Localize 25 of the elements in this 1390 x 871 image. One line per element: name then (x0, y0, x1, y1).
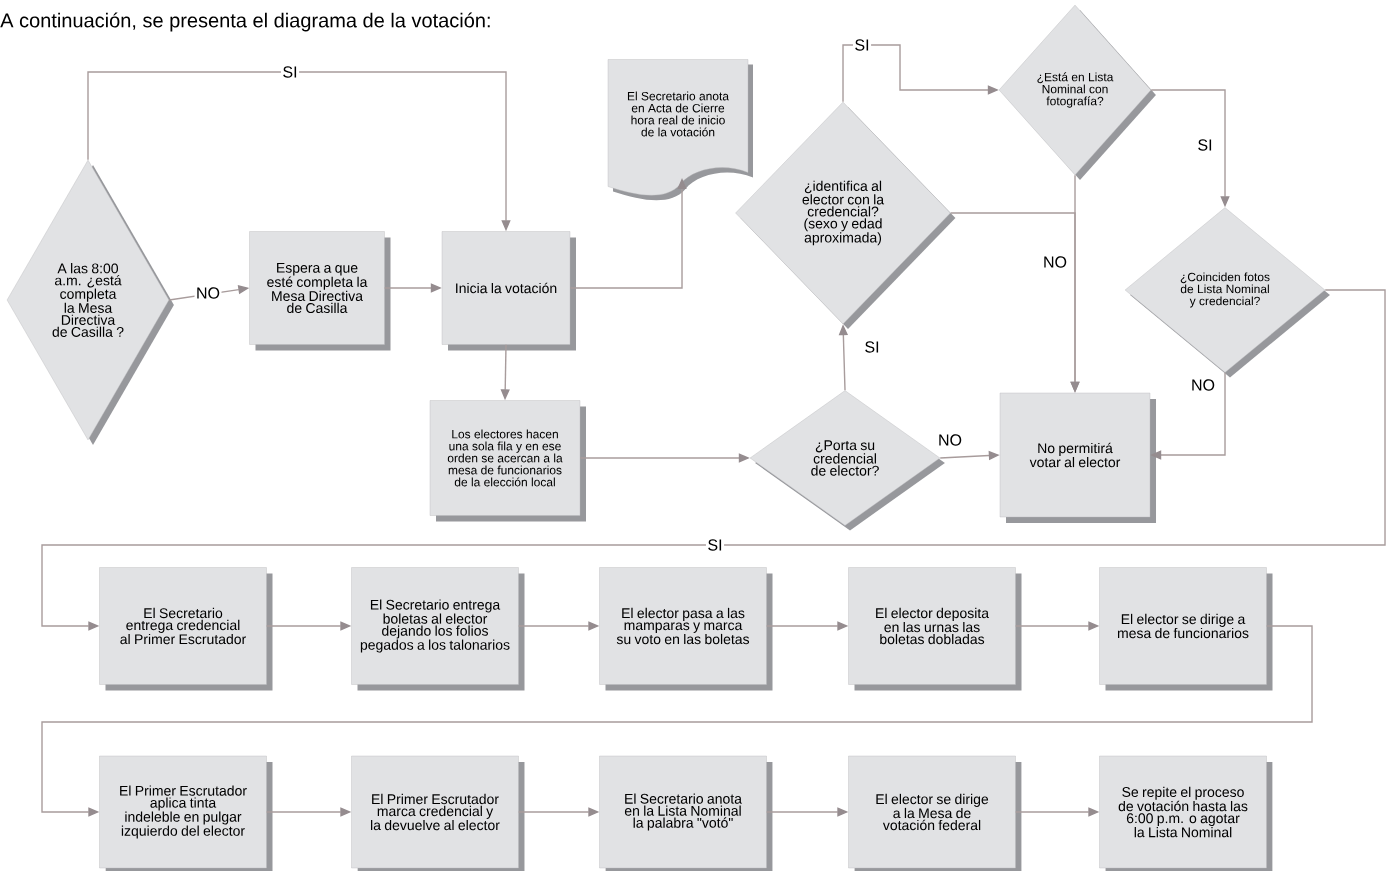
process-box: Espera a que esté completa la Mesa Directiva de Casilla (249, 231, 391, 351)
process-box: El Secretario entrega credencial al Primer Escrutador (99, 567, 273, 691)
heading: A continuación, se presenta el diagrama de la votación: (0, 12, 490, 32)
process-box: Se repite el proceso de votación hasta las 6:00 p.m. o agotar la Lista Nominal (1099, 755, 1273, 871)
arrow (41, 625, 1313, 817)
process-box: El Primer Escrutador marca credencial y la devuelve al elector (351, 755, 525, 871)
process-box: El elector pasa a las mamparas y marca su voto en las boletas (599, 567, 773, 691)
process-box: El Primer Escrutador aplica tinta indeleble en pulgar izquierdo del elector (99, 755, 273, 871)
edge-label: NO (1041, 254, 1069, 270)
edge-label: NO (194, 285, 222, 301)
edge-label: SI (862, 339, 882, 355)
process-box: El elector se dirige a la Mesa de votación federal (848, 755, 1022, 871)
edge-label: SI (852, 37, 872, 53)
edge-label: SI (280, 64, 300, 80)
process-box: Inicia la votación (441, 231, 576, 351)
process-box: El Secretario entrega boletas al elector dejando los folios pegados a los talonarios (351, 567, 525, 691)
edge-label: SI (705, 537, 725, 553)
edge-label: NO (1189, 377, 1217, 393)
process-box: El Secretario anota en la Lista Nominal la palabra "votó" (599, 755, 773, 871)
process-box: El elector se dirige a mesa de funcionarios (1099, 567, 1273, 691)
process-box: Los electores hacen una sola fila y en ese orden se acercan a la mesa de funcionarios de la elección local (429, 400, 586, 522)
arrow (41, 289, 1386, 631)
process-box: El elector deposita en las urnas las boletas dobladas (848, 567, 1022, 691)
process-box: No permitirá votar al elector (999, 392, 1156, 523)
edge-label: SI (1195, 137, 1215, 153)
